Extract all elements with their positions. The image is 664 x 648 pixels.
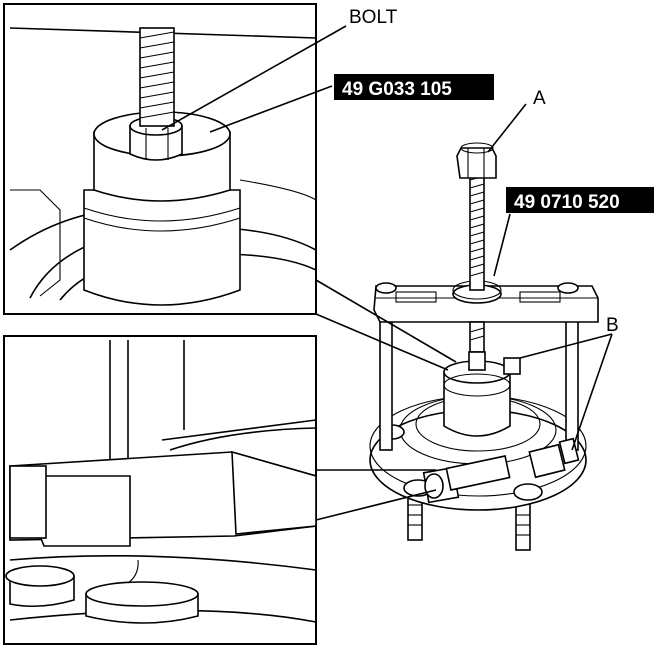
- detail-inset-bottom: [3, 335, 317, 645]
- forcing-screw-threads: [469, 175, 485, 277]
- hub-bolt-boss-right: [513, 483, 543, 501]
- label-tool-1: 49 G033 105: [342, 79, 452, 100]
- inset-jaw-head: [231, 450, 317, 535]
- label-b: B: [606, 315, 619, 336]
- puller-jaw-left: [422, 455, 511, 504]
- bearing-adapter: [443, 371, 511, 437]
- forcing-screw: [469, 169, 485, 291]
- label-bolt: BOLT: [349, 7, 398, 28]
- label-tool-2: 49 0710 520: [514, 192, 620, 213]
- inset-jaw-round: [35, 475, 131, 547]
- detail-inset-top: [3, 3, 317, 315]
- adapter-bolt: [468, 351, 486, 371]
- inset-adapter-body: [83, 189, 241, 306]
- main-assembly: [369, 142, 599, 551]
- label-a: A: [533, 88, 546, 109]
- label-box-tool-2: [506, 187, 654, 213]
- puller-crossbar: [373, 285, 599, 323]
- leader-lines: [161, 25, 613, 521]
- inset-bolt-threads: [139, 31, 175, 119]
- puller-jaw-right: [503, 357, 580, 479]
- label-box-tool-1: [334, 74, 494, 100]
